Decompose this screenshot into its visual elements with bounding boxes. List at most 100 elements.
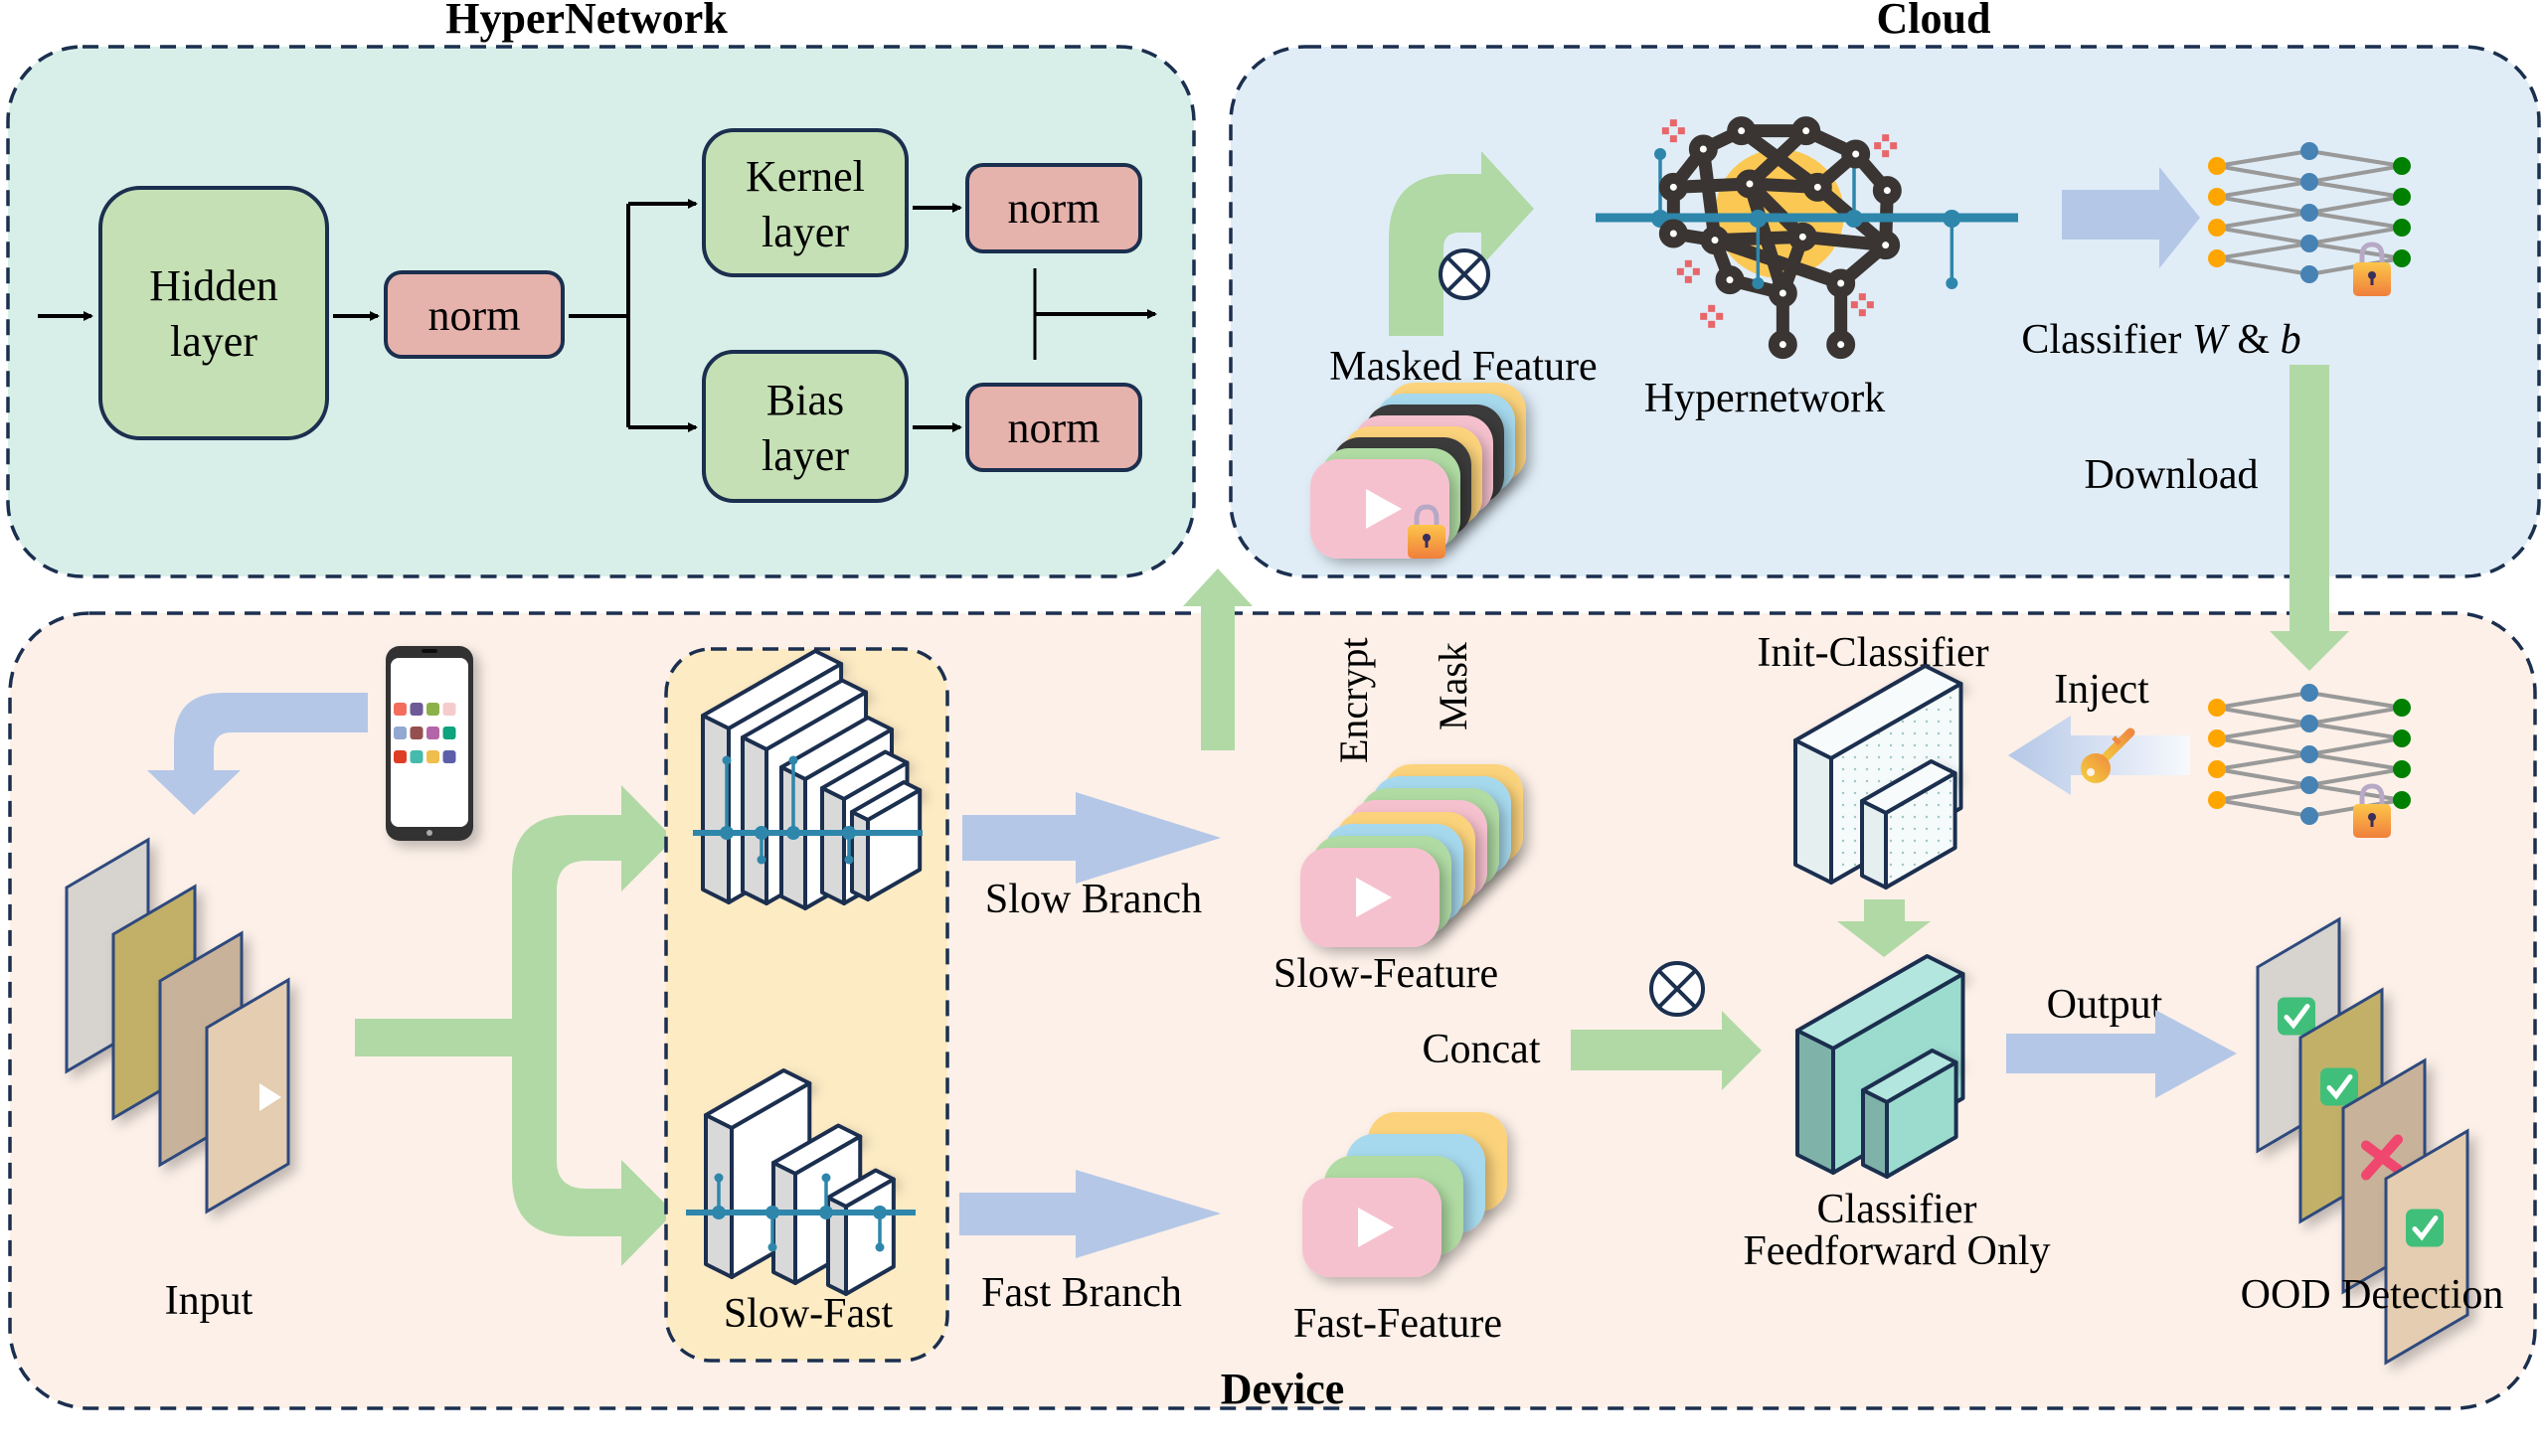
classifier-label-w: W [2192,317,2231,363]
output-node [2393,791,2411,809]
input-node [2208,791,2226,809]
play-icon [259,1083,281,1111]
hypernetwork-title: HyperNetwork [445,0,728,43]
masked-feature-label: Masked Feature [1329,344,1597,390]
classifier-label-prefix: Classifier [2021,317,2191,363]
lock-icon [2353,783,2391,838]
fast-branch-label: Fast Branch [981,1270,1182,1316]
cloud-title: Cloud [1877,0,1991,43]
app-icon [426,703,439,716]
output-node [2393,760,2411,778]
injected-classifier-network-icon [2208,684,2411,825]
fast-feature-label: Fast-Feature [1293,1301,1502,1347]
app-icon [410,727,424,739]
check-icon [2320,1067,2358,1106]
slow-branch-arrow [962,792,1221,884]
norm-block-1: norm [384,270,565,359]
ood-result-stack [2256,916,2469,1366]
brain-node [1871,231,1901,260]
hypernetwork-section: HyperNetwork Hidden layer norm Kernel la… [6,0,1196,578]
encrypt-label: Encrypt [1331,637,1376,763]
download-label: Download [2085,452,2259,498]
app-icon [426,727,439,739]
hyper-to-classifier-arrow [2062,167,2200,268]
multiply-operator-cloud [1439,248,1490,300]
input-node [2208,699,2226,717]
kernel-layer-block: Kernel layer [702,128,909,277]
bias-layer-label-1: Bias [766,376,844,424]
brain-node [1841,139,1871,169]
classifier-label-1: Classifier [1817,1187,1977,1232]
brain-node [1768,330,1797,360]
fast-feature-stack [1302,1112,1507,1277]
norm-label-1: norm [428,291,521,340]
hidden-node [2300,142,2318,160]
hidden-node [2300,684,2318,702]
hidden-node [2300,807,2318,825]
brain-node [1658,219,1688,248]
slow-feature-stack [1300,764,1523,947]
sparkle-icon [1850,293,1874,317]
app-icon [394,727,407,739]
hidden-layer-label-2: layer [170,317,257,366]
app-icon [410,703,424,716]
sparkle-icon [1676,259,1700,283]
brain-node [1872,176,1902,206]
slowfast-label: Slow-Fast [724,1291,894,1337]
hypernetwork-brain-icon [1596,116,2018,360]
classifier-label-2: Feedforward Only [1743,1228,2050,1274]
feedforward-classifier-block [1795,954,1965,1179]
hidden-node [2300,204,2318,222]
hidden-layer-block: Hidden layer [98,186,329,440]
brain-node [1802,172,1832,202]
sparkle-icon [1661,119,1685,143]
output-node [2393,729,2411,747]
kernel-layer-label-2: layer [762,208,849,256]
multiply-operator-device [1649,961,1705,1017]
brain-node [1791,116,1821,146]
output-node [2393,219,2411,237]
init-classifier-label: Init-Classifier [1757,630,1988,676]
hidden-node [2300,715,2318,732]
check-icon [2406,1209,2444,1247]
key-icon [2081,728,2135,783]
slow-pathway-blocks [693,649,923,910]
cloud-panel [1229,45,2541,578]
cross-icon [2361,1134,2403,1181]
brain-node [1715,265,1745,295]
input-node [2208,249,2226,267]
hidden-node [2300,745,2318,763]
brain-node [1727,116,1757,146]
smartphone-icon [386,646,473,841]
slow-branch-label: Slow Branch [985,877,1202,922]
output-arrow [2006,1010,2237,1098]
app-icon [442,703,456,716]
lock-icon [1408,504,1445,559]
mask-label: Mask [1431,642,1475,730]
classifier-network-icon [2208,142,2411,283]
lock-icon [2353,242,2391,296]
lock-icon [2353,242,2391,296]
app-icon [394,750,407,763]
brain-node [1735,169,1765,199]
hidden-layer-label-1: Hidden [149,261,278,310]
input-image [205,977,290,1214]
bias-layer-label-2: layer [762,431,849,480]
classifier-label-b: b [2281,317,2301,363]
slow-feature-label: Slow-Feature [1273,951,1498,997]
split-connector [569,204,630,427]
input-image [2384,1128,2469,1366]
brain-node [1700,226,1730,255]
hidden-node [2300,235,2318,252]
brain-node [1826,330,1856,360]
lock-icon-device [2353,783,2391,838]
brain-node [1658,172,1688,202]
device-section: Device Input Slow-Fast Slow Branch Fast … [8,568,2537,1413]
input-node [2208,760,2226,778]
output-node [2393,249,2411,267]
init-classifier-block [1793,664,1963,890]
classifier-label-amp: & [2227,317,2281,363]
output-node [2393,188,2411,206]
inject-label: Inject [2054,667,2149,713]
